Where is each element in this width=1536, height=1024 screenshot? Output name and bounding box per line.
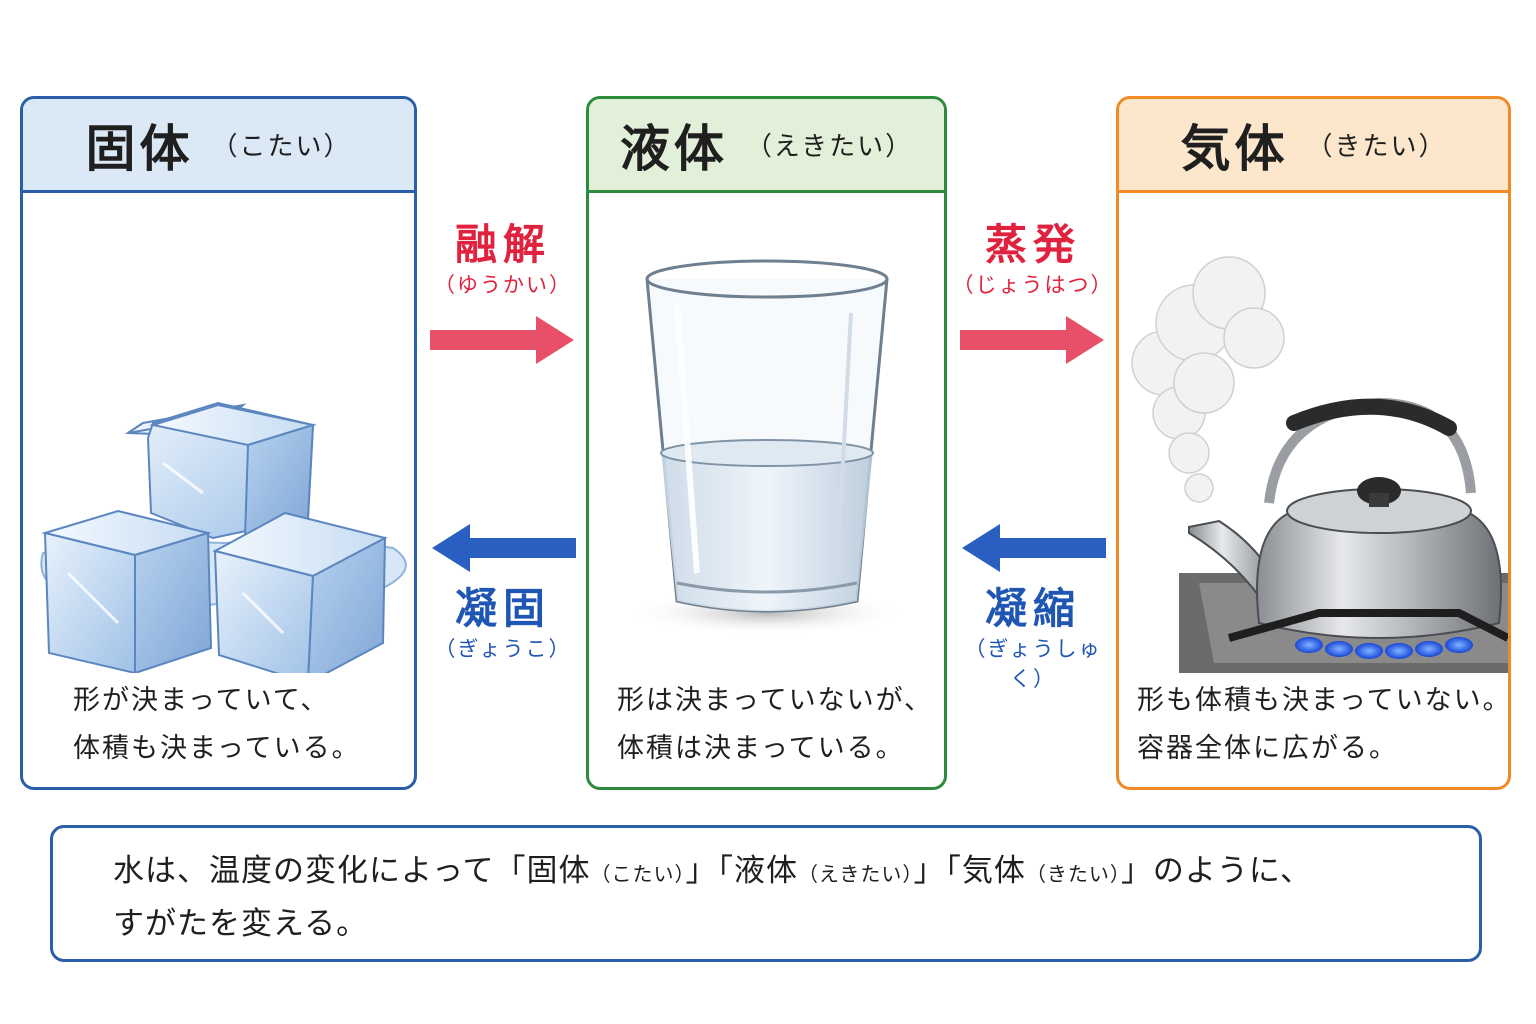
ice-cubes-icon [23,193,414,685]
evaporation-reading: （じょうはつ） [952,273,1114,297]
solid-desc-line-2: 体積も決まっている。 [73,733,361,764]
arrow-right-icon [430,316,574,364]
gas-header: 気体 （きたい） [1119,99,1508,193]
solid-panel: 固体 （こたい） [20,96,417,790]
summary-part-1: 水は、温度の変化によって「固体 [113,853,591,889]
summary-box: 水は、温度の変化によって「固体（こたい）」「液体（えきたい）」「気体（きたい）」… [50,825,1482,962]
solid-title: 固体 [85,119,194,178]
arrow-left-icon [962,524,1106,572]
condensation-reading: （ぎょうしゅく） [964,637,1102,691]
gas-panel: 気体 （きたい） [1116,96,1511,790]
gas-description: 形も体積も決まっていない。 容器全体に広がる。 [1137,677,1511,773]
evaporation-transition: 蒸発 （じょうはつ） [948,220,1118,364]
gas-desc-line-2: 容器全体に広がる。 [1137,733,1398,764]
liquid-title: 液体 [619,119,728,178]
summary-part-2: 」「液体 [685,853,799,889]
condensation-transition: 凝縮 （ぎょうしゅく） [948,522,1118,694]
summary-line-2: すがたを変える。 [113,906,369,942]
liquid-desc-line-1: 形は決まっていないが、 [617,685,934,716]
melting-reading: （ゆうかい） [434,273,572,297]
liquid-header: 液体 （えきたい） [589,99,944,193]
melting-transition: 融解 （ゆうかい） [418,220,588,364]
gas-title: 気体 [1180,119,1289,178]
freezing-label: 凝固 [454,584,551,633]
solid-reading: （こたい） [211,132,352,162]
liquid-desc-line-2: 体積は決まっている。 [617,733,905,764]
gas-reading: （きたい） [1306,132,1447,162]
solid-header: 固体 （こたい） [23,99,414,193]
summary-part-4: 」のように、 [1120,853,1313,889]
summary-part-3: 」「気体 [913,853,1026,889]
solid-description: 形が決まっていて、 体積も決まっている。 [73,677,398,773]
liquid-description: 形は決まっていないが、 体積は決まっている。 [617,677,934,773]
kettle-steam-icon [1119,193,1508,673]
summary-reading-2: （えきたい） [798,862,914,886]
water-glass-icon [589,193,944,673]
solid-desc-line-1: 形が決まっていて、 [73,685,330,716]
liquid-reading: （えきたい） [745,132,914,162]
summary-reading-3: （きたい） [1025,862,1121,886]
freezing-transition: 凝固 （ぎょうこ） [418,522,588,664]
liquid-panel: 液体 （えきたい） [586,96,947,790]
arrow-right-icon [960,316,1104,364]
summary-line-1: 水は、温度の変化によって「固体（こたい）」「液体（えきたい）」「気体（きたい）」… [113,846,1419,899]
evaporation-label: 蒸発 [984,220,1081,269]
summary-reading-1: （こたい） [590,862,686,886]
gas-desc-line-1: 形も体積も決まっていない。 [1137,685,1511,716]
melting-label: 融解 [454,220,551,269]
arrow-left-icon [432,524,576,572]
condensation-label: 凝縮 [984,584,1081,633]
freezing-reading: （ぎょうこ） [434,637,572,661]
